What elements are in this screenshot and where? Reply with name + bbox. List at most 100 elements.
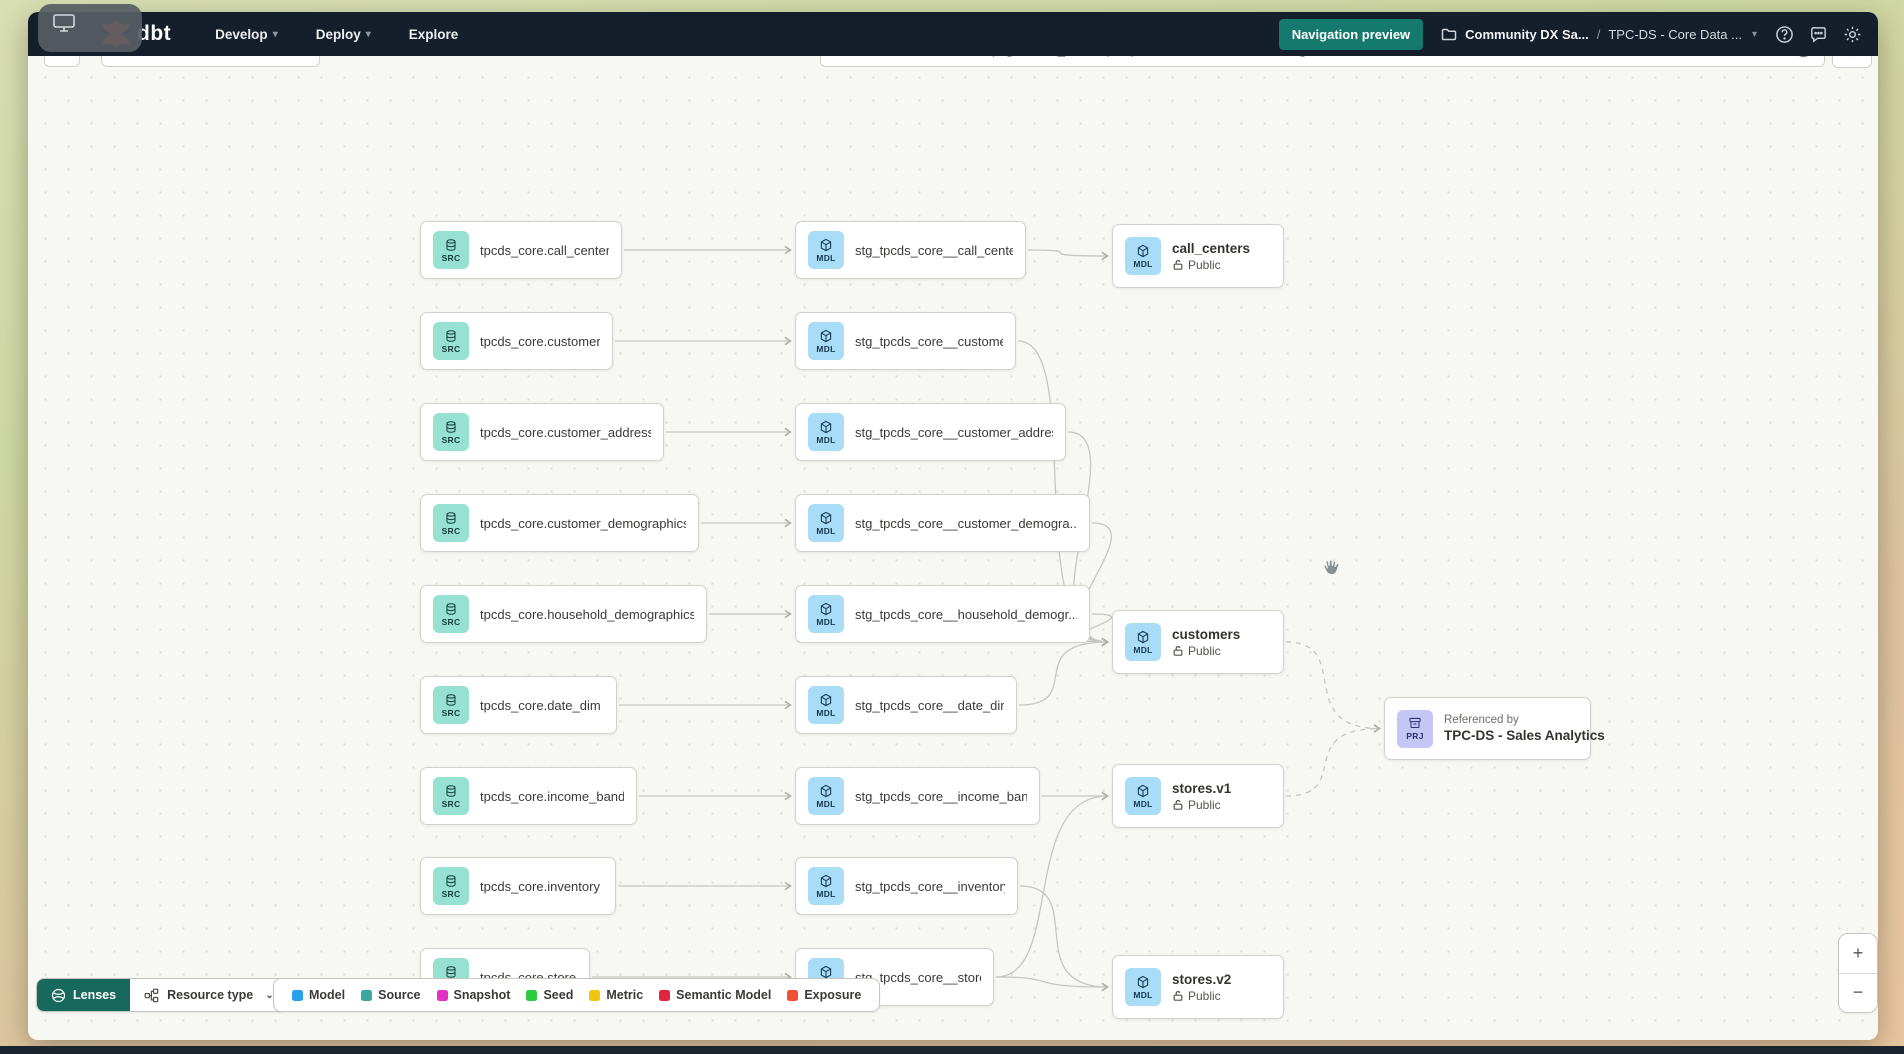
navigation-preview-button[interactable]: Navigation preview	[1278, 18, 1424, 50]
node-access: Public	[1172, 258, 1250, 272]
lineage-node-stg-tpcds-core-income-band[interactable]: MDL stg_tpcds_core__income_band	[795, 767, 1040, 825]
model-badge-icon: MDL	[808, 867, 844, 905]
node-label: stg_tpcds_core__call_center	[855, 242, 1013, 258]
node-label: stg_tpcds_core__date_dim	[855, 697, 1004, 713]
lineage-node-tpcds-core.income-band[interactable]: SRC tpcds_core.income_band	[420, 767, 637, 825]
public-badge-icon: MDL	[1125, 968, 1161, 1006]
help-icon[interactable]	[1775, 25, 1794, 44]
nav-item-deploy[interactable]: Deploy▾	[315, 26, 371, 42]
node-label: stores.v2	[1172, 971, 1232, 987]
model-badge-icon: MDL	[808, 413, 844, 451]
settings-icon[interactable]	[1843, 25, 1862, 44]
lineage-node-stg-tpcds-core-customer-demogra...[interactable]: MDL stg_tpcds_core__customer_demogra...	[795, 494, 1090, 552]
lineage-node-stg-tpcds-core-customer-address[interactable]: MDL stg_tpcds_core__customer_address	[795, 403, 1066, 461]
node-label: tpcds_core.income_band	[480, 788, 624, 804]
node-label: tpcds_core.customer_address	[480, 424, 651, 440]
node-label: customers	[1172, 626, 1241, 642]
source-badge-icon: SRC	[433, 777, 469, 815]
legend-swatch	[526, 989, 538, 1001]
public-badge-icon: MDL	[1125, 623, 1161, 661]
desktop-bottom-strip	[0, 1046, 1904, 1054]
lineage-node-tpcds-core.customer-address[interactable]: SRC tpcds_core.customer_address	[420, 403, 664, 461]
zoom-in-button[interactable]: +	[1839, 934, 1877, 974]
model-badge-icon: MDL	[808, 595, 844, 633]
resource-type-dropdown[interactable]: Resource type ⌄	[130, 979, 288, 1011]
public-lock-icon	[1173, 990, 1183, 1001]
chevron-down-icon: ▾	[272, 28, 278, 40]
node-label: tpcds_core.household_demographics	[480, 606, 694, 622]
zoom-out-button[interactable]: −	[1839, 973, 1877, 1012]
lenses-icon	[51, 988, 66, 1002]
tab-share-indicator	[38, 4, 142, 52]
model-badge-icon: MDL	[808, 504, 844, 542]
node-label: stg_tpcds_core__store	[855, 969, 981, 985]
public-lock-icon	[1173, 799, 1183, 810]
source-badge-icon: SRC	[433, 322, 469, 360]
lineage-node-tpcds-core.call-center[interactable]: SRC tpcds_core.call_center	[420, 221, 622, 279]
node-label: stg_tpcds_core__income_band	[855, 788, 1027, 804]
legend-item-semantic-model: Semantic Model	[659, 988, 771, 1002]
node-label: tpcds_core.date_dim	[480, 697, 601, 713]
legend-item-seed: Seed	[526, 988, 573, 1002]
legend-item-metric: Metric	[589, 988, 643, 1002]
nav-item-explore[interactable]: Explore	[408, 26, 459, 42]
chevron-down-icon[interactable]: ▾	[1751, 28, 1757, 40]
app-window: dbt Develop▾ Deploy▾ Explore Navigation …	[28, 12, 1878, 1040]
legend-swatch	[589, 989, 601, 1001]
lineage-node-stg-tpcds-core-household-demogr...[interactable]: MDL stg_tpcds_core__household_demogr...	[795, 585, 1090, 643]
node-label: stg_tpcds_core__inventory	[855, 878, 1005, 894]
lens-controls: Lenses Resource type ⌄	[36, 978, 289, 1012]
resource-type-legend: Model Source Snapshot Seed Metric Semant…	[273, 978, 881, 1012]
resource-type-icon	[144, 988, 159, 1002]
legend-swatch	[436, 989, 448, 1001]
breadcrumb[interactable]: Community DX Sa... / TPC-DS - Core Data …	[1441, 27, 1757, 42]
node-label: call_centers	[1172, 240, 1251, 256]
node-label: stg_tpcds_core__customer_address	[855, 424, 1053, 440]
node-access: Public	[1172, 798, 1231, 812]
public-badge-icon: MDL	[1125, 777, 1161, 815]
chevron-down-icon: ⌄	[265, 989, 274, 1001]
source-badge-icon: SRC	[433, 413, 469, 451]
public-lock-icon	[1173, 259, 1183, 270]
lineage-node-stg-tpcds-core-inventory[interactable]: MDL stg_tpcds_core__inventory	[795, 857, 1018, 915]
legend-swatch	[292, 989, 303, 1001]
node-label: stg_tpcds_core__customer_demogra...	[855, 515, 1077, 531]
node-label: stg_tpcds_core__household_demogr...	[855, 606, 1077, 622]
source-badge-icon: SRC	[433, 231, 469, 269]
breadcrumb-project[interactable]: Community DX Sa...	[1465, 26, 1589, 42]
source-badge-icon: SRC	[433, 686, 469, 724]
source-badge-icon: SRC	[433, 867, 469, 905]
resource-type-label: Resource type	[167, 988, 254, 1002]
top-navbar: dbt Develop▾ Deploy▾ Explore Navigation …	[28, 12, 1878, 56]
feedback-icon[interactable]	[1809, 25, 1828, 44]
nav-item-develop[interactable]: Develop▾	[215, 26, 278, 42]
node-label: stg_tpcds_core__customer	[855, 333, 1003, 349]
legend-swatch	[787, 989, 799, 1001]
node-kicker: Referenced by	[1444, 714, 1519, 726]
lenses-button[interactable]: Lenses	[37, 979, 131, 1011]
lineage-node-tpcds-core.date-dim[interactable]: SRC tpcds_core.date_dim	[420, 676, 617, 734]
model-badge-icon: MDL	[808, 777, 844, 815]
hand-grab-cursor	[1317, 556, 1343, 582]
node-label: TPC-DS - Sales Analytics	[1444, 728, 1605, 743]
breadcrumb-separator: /	[1596, 26, 1601, 42]
legend-item-exposure: Exposure	[787, 988, 861, 1002]
node-label: tpcds_core.call_center	[480, 242, 609, 258]
legend-swatch	[361, 989, 373, 1001]
source-badge-icon: SRC	[433, 595, 469, 633]
folder-icon	[1441, 28, 1457, 41]
lineage-node-tpcds-core.household-demographics[interactable]: SRC tpcds_core.household_demographics	[420, 585, 707, 643]
breadcrumb-page[interactable]: TPC-DS - Core Data ...	[1608, 26, 1742, 42]
